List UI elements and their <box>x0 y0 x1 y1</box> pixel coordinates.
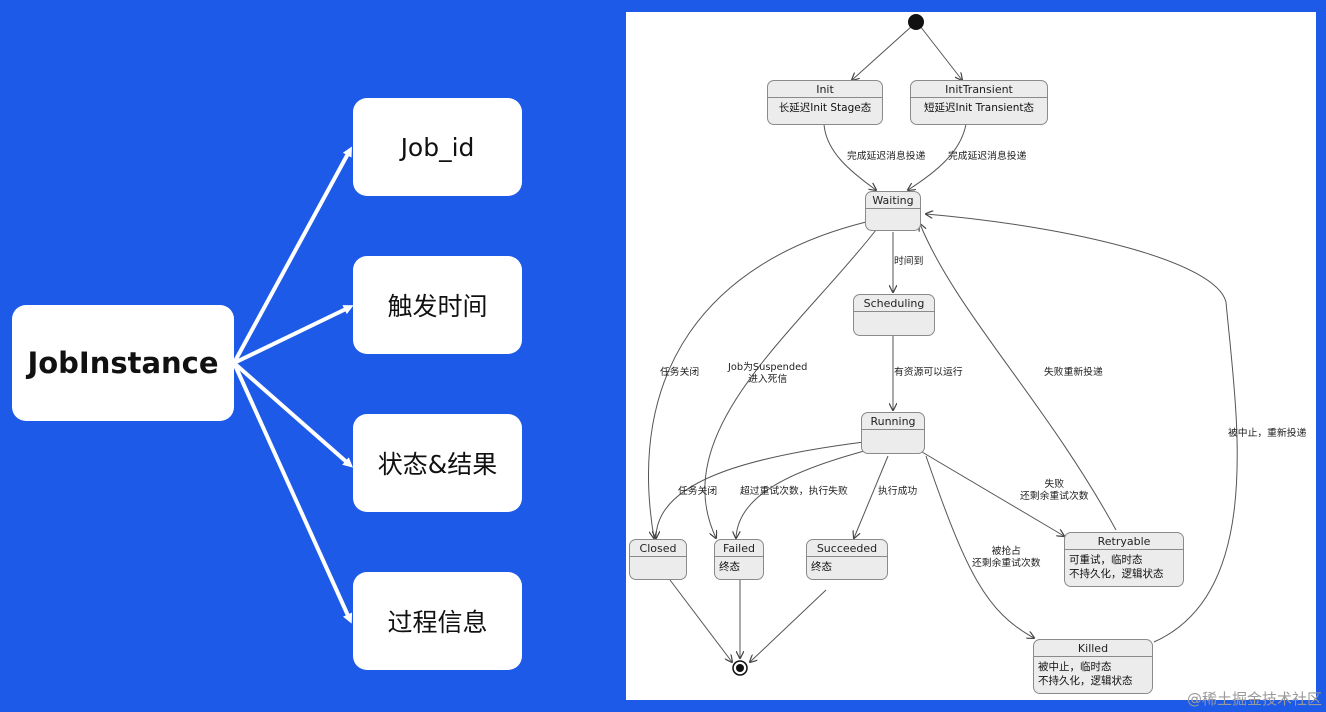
child-node-process-info: 过程信息 <box>353 572 522 670</box>
label-running-retryable: 失败 还剩余重试次数 <box>1020 479 1089 502</box>
edge-start-init-transient <box>919 25 962 80</box>
label-init-waiting: 完成延迟消息投递 <box>847 151 926 162</box>
state-succeeded-name: Succeeded <box>807 540 887 557</box>
edge-init-transient-waiting <box>908 123 967 190</box>
connector-job-id <box>232 146 352 364</box>
label-running-killed: 被抢占 还剩余重试次数 <box>972 546 1041 569</box>
state-init-desc: 长延迟Init Stage态 <box>778 102 872 114</box>
edge-init-waiting <box>823 123 876 190</box>
label-waiting-closed: 任务关闭 <box>660 367 700 378</box>
label-running-closed: 任务关闭 <box>678 486 718 497</box>
edge-succeeded-end <box>750 589 827 662</box>
state-running: Running <box>861 412 925 454</box>
label-waiting-scheduling: 时间到 <box>894 256 924 267</box>
state-diagram-panel: Init 长延迟Init Stage态 InitTransient 短延迟Ini… <box>626 12 1316 700</box>
state-init-transient-name: InitTransient <box>911 81 1047 98</box>
edge-killed-waiting <box>926 214 1238 643</box>
state-init-transient: InitTransient 短延迟Init Transient态 <box>910 80 1048 125</box>
state-retryable: Retryable 可重试，临时态 不持久化，逻辑状态 <box>1064 532 1184 587</box>
state-closed-name: Closed <box>630 540 686 557</box>
edge-waiting-failed <box>704 229 877 538</box>
state-waiting-name: Waiting <box>866 192 920 209</box>
edge-waiting-closed <box>647 221 867 538</box>
state-killed-name: Killed <box>1034 640 1152 657</box>
state-init: Init 长延迟Init Stage态 <box>767 80 883 125</box>
state-killed-desc: 被中止，临时态 不持久化，逻辑状态 <box>1038 661 1133 687</box>
child-node-status-result: 状态&结果 <box>353 414 522 512</box>
edge-running-succeeded <box>854 455 889 538</box>
state-killed: Killed 被中止，临时态 不持久化，逻辑状态 <box>1033 639 1153 694</box>
label-scheduling-running: 有资源可以运行 <box>894 367 963 378</box>
edge-closed-end <box>669 579 732 662</box>
label-running-failed: 超过重试次数，执行失败 <box>740 486 848 497</box>
edge-start-init <box>852 25 913 80</box>
label-waiting-failed: Job为Suspended 进入死信 <box>728 362 808 385</box>
label-retryable-waiting: 失败重新投递 <box>1044 367 1103 378</box>
state-retryable-name: Retryable <box>1065 533 1183 550</box>
final-state-dot <box>736 664 744 672</box>
edge-retryable-waiting <box>920 224 1117 531</box>
initial-state-dot <box>908 14 924 30</box>
root-node-jobinstance: JobInstance <box>12 305 234 421</box>
state-scheduling: Scheduling <box>853 294 935 336</box>
state-retryable-desc: 可重试，临时态 不持久化，逻辑状态 <box>1069 554 1164 580</box>
state-init-transient-desc: 短延迟Init Transient态 <box>923 102 1035 114</box>
state-failed-desc: 终态 <box>719 561 740 573</box>
state-failed-name: Failed <box>715 540 763 557</box>
state-running-name: Running <box>862 413 924 430</box>
edge-running-retryable <box>921 451 1064 536</box>
label-init-transient-waiting: 完成延迟消息投递 <box>948 151 1027 162</box>
state-failed: Failed 终态 <box>714 539 764 580</box>
connector-process-info <box>232 362 353 624</box>
watermark: @稀土掘金技术社区 <box>1186 690 1322 708</box>
state-succeeded-desc: 终态 <box>811 561 832 573</box>
label-killed-waiting: 被中止，重新投递 <box>1228 428 1307 439</box>
state-transition-edges <box>647 14 1238 676</box>
connector-trigger-time <box>233 305 354 365</box>
child-node-trigger-time: 触发时间 <box>353 256 522 354</box>
mindmap-connectors <box>232 146 354 624</box>
child-node-job-id: Job_id <box>353 98 522 196</box>
state-closed: Closed <box>629 539 687 580</box>
edge-running-closed <box>656 441 865 538</box>
state-scheduling-name: Scheduling <box>854 295 934 312</box>
label-running-succeeded: 执行成功 <box>878 486 918 497</box>
edge-running-failed <box>736 449 869 538</box>
connector-status-result <box>232 361 354 468</box>
state-succeeded: Succeeded 终态 <box>806 539 888 580</box>
state-waiting: Waiting <box>865 191 921 231</box>
state-init-name: Init <box>768 81 882 98</box>
edge-running-killed <box>925 455 1034 638</box>
